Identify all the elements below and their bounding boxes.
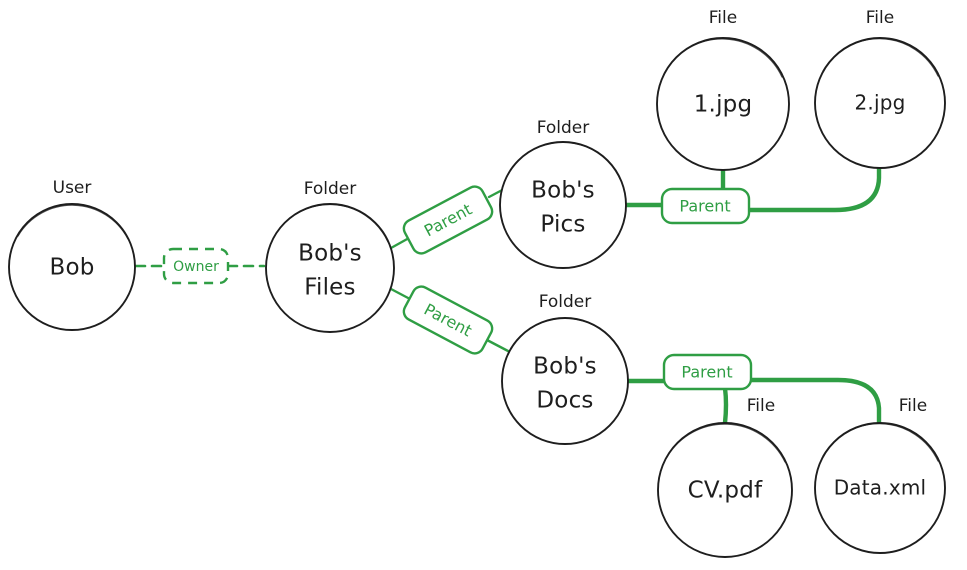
node-data-xml[interactable]: File Data.xml <box>814 396 946 554</box>
node-2-jpg-sketch-overstroke <box>822 38 939 77</box>
node-bobs-pics-label-line1: Bob's <box>531 178 595 204</box>
node-bobs-files-label-line2: Files <box>304 275 355 301</box>
node-cv-pdf[interactable]: File CV.pdf <box>657 396 793 558</box>
node-bobs-docs-sketch-overstroke <box>509 317 623 356</box>
node-2-jpg-type: File <box>866 8 894 28</box>
node-1-jpg-circle <box>656 37 790 171</box>
node-cv-pdf-sketch-overstroke <box>666 423 786 463</box>
node-2-jpg-label: 2.jpg <box>854 91 905 115</box>
edge-owner-box <box>162 247 230 285</box>
node-bob-sketch-overstroke <box>17 204 129 240</box>
node-data-xml-type: File <box>899 396 927 416</box>
edge-parent-dataxml-line <box>746 377 882 426</box>
node-bobs-files-type: Folder <box>304 179 357 199</box>
edge-parent-cvpdf-line <box>722 385 729 426</box>
edge-parent-jpgs-label: Parent <box>679 197 730 216</box>
edge-parent-jpgs-box <box>660 187 751 225</box>
node-bobs-files-label-line1: Bob's <box>298 241 362 267</box>
edge-parent-docs-files-label: Parent <box>681 363 732 382</box>
node-bobs-pics-type: Folder <box>537 118 590 138</box>
edge-owner-label: Owner <box>173 259 219 275</box>
edge-parent-docs-box <box>402 285 494 355</box>
node-bobs-docs-type: Folder <box>539 292 592 312</box>
edge-parent-pics-box <box>402 185 494 255</box>
edge-owner[interactable]: Owner <box>134 247 266 285</box>
node-data-xml-sketch-overstroke <box>822 423 939 462</box>
node-data-xml-label: Data.xml <box>834 476 927 500</box>
edge-parent-pics[interactable]: Parent <box>389 183 508 256</box>
edge-parent-pics-line-in <box>389 236 411 250</box>
node-bobs-docs[interactable]: Folder Bob's Docs <box>501 292 629 445</box>
edge-parent-docs-line-out <box>485 338 510 353</box>
node-bob-type: User <box>53 178 92 198</box>
edge-parent-docs-files-box <box>662 353 753 391</box>
node-cv-pdf-circle <box>657 422 793 558</box>
node-1-jpg[interactable]: File 1.jpg <box>656 8 790 171</box>
node-bob-label: Bob <box>49 255 94 281</box>
node-2-jpg-circle <box>814 37 946 169</box>
edge-parent-docs-line-in <box>389 287 412 301</box>
node-1-jpg-label: 1.jpg <box>694 92 753 118</box>
node-bobs-pics[interactable]: Folder Bob's Pics <box>499 118 627 269</box>
node-cv-pdf-type: File <box>747 396 775 416</box>
edge-parent-docs-files[interactable]: Parent <box>625 353 882 426</box>
node-1-jpg-sketch-overstroke <box>664 38 783 78</box>
node-2-jpg[interactable]: File 2.jpg <box>814 8 946 169</box>
node-bob[interactable]: User Bob <box>8 178 136 331</box>
edge-parent-docs[interactable]: Parent <box>389 283 510 356</box>
node-bobs-files[interactable]: Folder Bob's Files <box>265 179 395 333</box>
node-bobs-docs-label-line2: Docs <box>536 388 593 414</box>
node-bob-circle <box>8 203 136 331</box>
node-bobs-docs-label-line1: Bob's <box>533 354 597 380</box>
edge-parent-jpgs[interactable]: Parent <box>623 165 882 225</box>
node-data-xml-circle <box>814 422 946 554</box>
node-1-jpg-type: File <box>709 8 737 28</box>
node-bobs-pics-label-line2: Pics <box>540 212 585 238</box>
node-cv-pdf-label: CV.pdf <box>688 478 763 504</box>
edge-parent-jpg2-line <box>745 165 882 213</box>
node-bobs-files-sketch-overstroke <box>273 203 389 243</box>
node-bobs-pics-sketch-overstroke <box>507 141 621 180</box>
